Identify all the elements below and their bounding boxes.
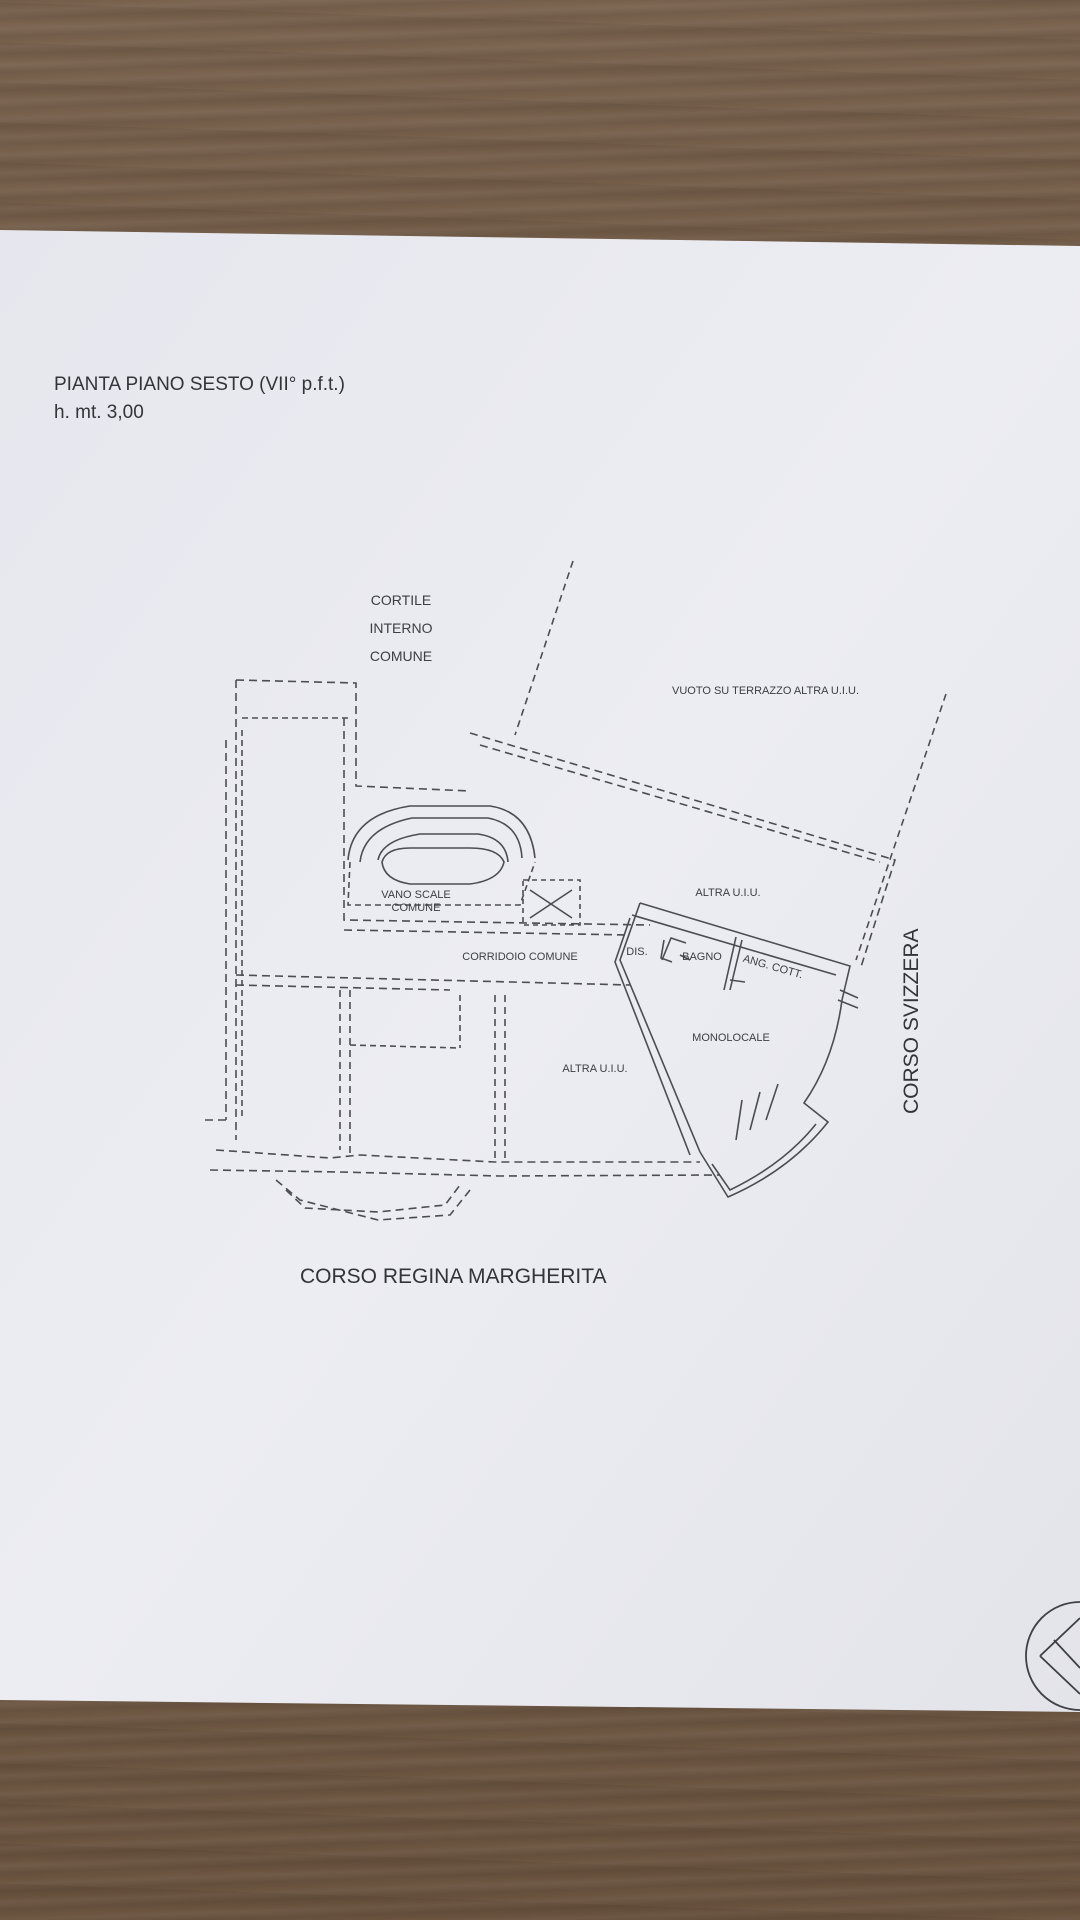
street-label-south: CORSO REGINA MARGHERITA [300,1265,606,1288]
paper-sheet [0,230,1080,1712]
room-label-altra-uiu-left: ALTRA U.I.U. [562,1063,627,1075]
stairs-label-2: COMUNE [392,902,441,914]
ceiling-height: h. mt. 3,00 [54,402,144,423]
courtyard-label-2: INTERNO [370,620,433,636]
plan-linework [200,560,947,1221]
terrace-label: VUOTO SU TERRAZZO ALTRA U.I.U. [672,685,859,697]
stairs-label-1: VANO SCALE [381,889,451,901]
corridor-label: CORRIDOIO COMUNE [462,951,578,963]
north-arrow-icon [1025,1601,1080,1711]
plan-title: PIANTA PIANO SESTO (VII° p.f.t.) [54,374,345,395]
street-label-east: CORSO SVIZZERA [900,928,923,1114]
room-label-altra-uiu-top: ALTRA U.I.U. [695,887,760,899]
courtyard-label-3: COMUNE [370,648,432,664]
room-label-bagno: BAGNO [682,951,722,963]
room-label-dis: DIS. [626,946,647,958]
courtyard-label-1: CORTILE [371,592,431,608]
room-label-monolocale: MONOLOCALE [692,1032,770,1044]
